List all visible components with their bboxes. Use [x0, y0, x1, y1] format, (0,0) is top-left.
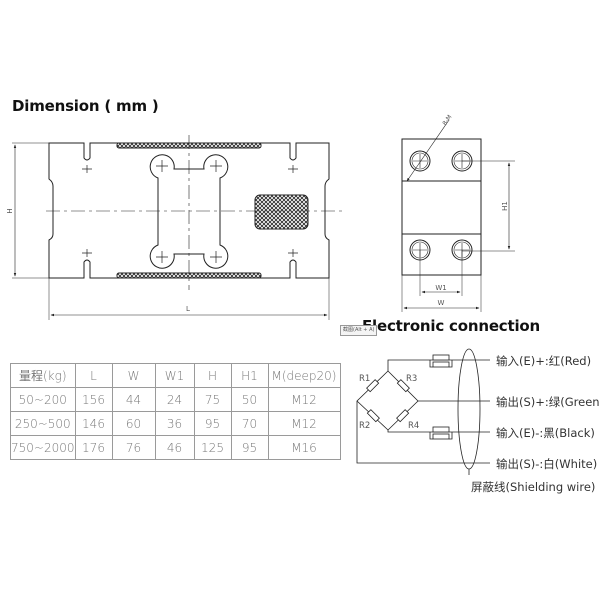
table-cell: M12	[267, 411, 341, 436]
table-header: L	[74, 363, 113, 388]
wire-label-white: 输出(S)-:白(White)	[496, 457, 598, 471]
resistor-label-r3: R3	[406, 374, 417, 384]
table-cell: 176	[74, 435, 113, 460]
table-cell: 36	[154, 411, 195, 436]
dimension-title: Dimension ( mm )	[12, 97, 159, 115]
table-cell: 75	[193, 387, 232, 412]
table-cell: 95	[193, 411, 232, 436]
dimension-label-h: H	[6, 208, 14, 213]
specification-table: 量程(kg) L W W1 H H1 M(deep20) 50~200 156 …	[10, 363, 341, 460]
table-cell: 250~500	[10, 411, 76, 436]
table-cell: M12	[267, 387, 341, 412]
table-cell: 44	[111, 387, 156, 412]
bridge-circuit	[356, 348, 490, 475]
side-view	[401, 119, 515, 312]
table-cell: M16	[267, 435, 341, 460]
table-cell: 156	[74, 387, 113, 412]
table-header-row: 量程(kg) L W W1 H H1 M(deep20)	[10, 363, 341, 388]
electronic-connection-title: Electronic connection	[362, 317, 540, 335]
table-cell: 95	[230, 435, 269, 460]
table-cell: 46	[154, 435, 195, 460]
dimension-label-l: L	[186, 305, 190, 313]
wire-label-green: 输出(S)+:绿(Green)	[496, 395, 600, 409]
table-cell: 146	[74, 411, 113, 436]
table-cell: 76	[111, 435, 156, 460]
table-cell: 60	[111, 411, 156, 436]
table-header: M(deep20)	[267, 363, 341, 388]
hole-label: 8-M	[441, 114, 453, 127]
table-header: 量程(kg)	[10, 363, 76, 388]
table-header: H	[193, 363, 232, 388]
resistor-label-r4: R4	[408, 421, 419, 431]
resistor-label-r1: R1	[359, 374, 370, 384]
table-header: W1	[154, 363, 195, 388]
dimension-label-w1: W1	[435, 284, 446, 292]
table-cell: 750~2000	[10, 435, 76, 460]
dimension-label-h1: H1	[501, 201, 509, 211]
shield-label: 屏蔽线(Shielding wire)	[471, 480, 596, 494]
table-cell: 24	[154, 387, 195, 412]
table-row: 50~200 156 44 24 75 50 M12	[10, 387, 341, 412]
table-cell: 70	[230, 411, 269, 436]
table-cell: 50~200	[10, 387, 76, 412]
dimension-label-w: W	[438, 299, 445, 307]
table-cell: 125	[193, 435, 232, 460]
front-view	[12, 135, 345, 320]
resistor-label-r2: R2	[359, 421, 370, 431]
wire-label-black: 输入(E)-:黑(Black)	[496, 426, 595, 440]
table-row: 250~500 146 60 36 95 70 M12	[10, 411, 341, 436]
screenshot-tooltip: 截图(Alt + A)	[340, 325, 378, 336]
table-header: W	[111, 363, 156, 388]
table-header: H1	[230, 363, 269, 388]
table-row: 750~2000 176 76 46 125 95 M16	[10, 435, 341, 460]
table-cell: 50	[230, 387, 269, 412]
wire-label-red: 输入(E)+:红(Red)	[496, 354, 592, 368]
